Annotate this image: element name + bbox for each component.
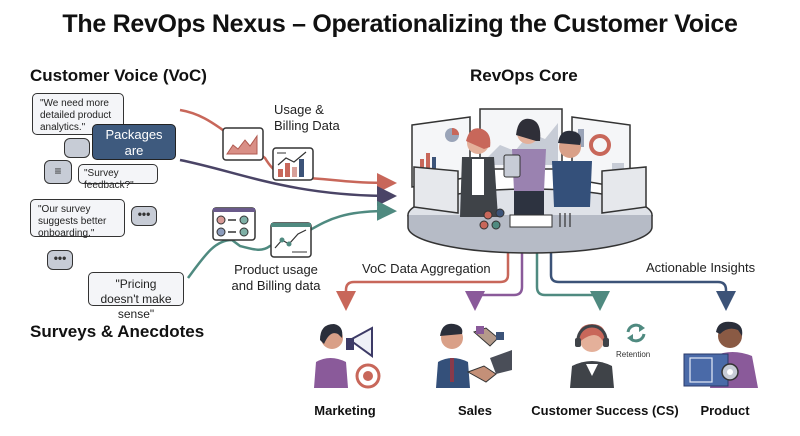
product-usage-label: Product usage and Billing data xyxy=(231,262,321,293)
computer-monitor-right xyxy=(601,166,647,214)
arrow-to-product xyxy=(549,252,736,311)
handshake-icon xyxy=(436,323,512,388)
chat-lines-icon: ≡ xyxy=(44,160,72,184)
bar-chart-trend-icon xyxy=(272,147,314,181)
blueprint-gear-icon xyxy=(683,321,758,388)
person-woman-center xyxy=(503,118,546,217)
trend-dashboard-icon xyxy=(270,222,312,258)
arrow-product-usage xyxy=(186,200,397,279)
page-title: The RevOps Nexus – Operationalizing the … xyxy=(62,10,738,38)
voc-aggregation-label: VoC Data Aggregation xyxy=(362,261,491,276)
person-man-right xyxy=(552,130,592,207)
usage-billing-label: Usage & Billing Data xyxy=(274,102,340,133)
speech-bubble-survey-feedback: "Survey feedback?" xyxy=(78,164,158,191)
arrow-to-cs xyxy=(535,252,610,311)
person-woman-left xyxy=(460,128,498,217)
chat-dots-icon: ••• xyxy=(131,206,157,226)
speech-bubble-onboarding: "Our survey suggests better onboarding." xyxy=(30,199,125,239)
speech-bubble-packages: Packages are confusing xyxy=(92,124,176,174)
speech-bubble-pricing: "Pricing doesn't make sense" xyxy=(88,272,184,321)
refresh-cycle-icon xyxy=(626,323,646,343)
chat-icon-blank xyxy=(64,138,90,158)
surveys-heading: Surveys & Anecdotes xyxy=(30,322,205,341)
chat-dots-icon: ••• xyxy=(47,250,73,270)
checklist-icon xyxy=(212,207,256,241)
revops-core-illustration xyxy=(407,108,653,254)
dept-customer-success-label: Customer Success (CS) xyxy=(531,403,679,418)
arrow-voc-packages xyxy=(179,158,397,206)
computer-monitor-left xyxy=(413,166,459,214)
keyboard-icon xyxy=(509,214,553,228)
speech-bubble-analytics: "We need more detailed product analytics… xyxy=(32,93,124,135)
area-chart-icon xyxy=(222,127,264,161)
retention-label: Retention xyxy=(616,350,651,359)
voc-heading: Customer Voice (VoC) xyxy=(30,66,207,85)
headset-agent-icon xyxy=(570,324,614,388)
arrow-to-marketing xyxy=(336,252,510,311)
dept-sales-label: Sales xyxy=(458,403,492,418)
actionable-insights-label: Actionable Insights xyxy=(646,260,756,275)
dept-marketing-label: Marketing xyxy=(314,403,376,418)
revops-core-heading: RevOps Core xyxy=(470,66,578,85)
megaphone-target-icon xyxy=(314,324,381,389)
arrow-to-sales xyxy=(465,252,524,311)
dept-product-label: Product xyxy=(700,403,750,418)
